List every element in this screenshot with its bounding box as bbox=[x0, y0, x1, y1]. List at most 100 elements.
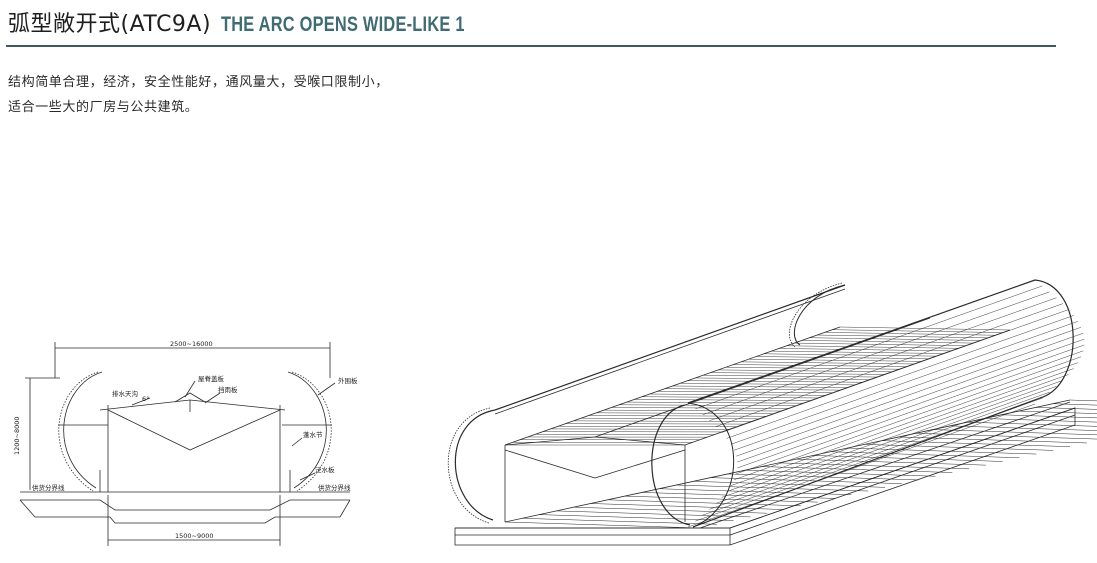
label-ridge-cap: 屋脊盖板 bbox=[198, 374, 225, 383]
hatch-line bbox=[1001, 414, 1097, 419]
hatch-line bbox=[736, 350, 1084, 475]
hatch-line bbox=[581, 417, 759, 420]
hatch-line bbox=[915, 433, 1097, 440]
label-supply-line-right: 供货分界线 bbox=[318, 483, 351, 492]
hatch-line bbox=[734, 327, 1082, 451]
hatch-line bbox=[642, 396, 818, 399]
hatch-line bbox=[695, 285, 1043, 410]
label-angle: 6° bbox=[142, 395, 149, 403]
hatch-line bbox=[657, 391, 833, 393]
hatch-line bbox=[695, 377, 870, 380]
hatch-line bbox=[727, 473, 919, 481]
hatch-line bbox=[565, 423, 745, 425]
hatch-line bbox=[839, 326, 1011, 331]
hatch-line bbox=[984, 418, 1097, 423]
hatch-line bbox=[721, 374, 1069, 498]
dimension-left-label: 1200~8000 bbox=[13, 416, 21, 455]
page-title-chinese: 弧型敞开式(ATC9A) bbox=[8, 12, 212, 37]
hatch-line bbox=[1018, 410, 1097, 414]
hatch-line bbox=[1035, 407, 1097, 410]
product-description: 结构简单合理，经济，安全性能好，通风量大，受喉口限制小， 适合一些大的厂房与公共… bbox=[8, 70, 389, 120]
hatch-line bbox=[761, 466, 953, 473]
hatch-line bbox=[741, 361, 914, 365]
hatch-line bbox=[659, 488, 852, 495]
hatch-line bbox=[588, 415, 767, 417]
label-drain-joint: 蓬水节 bbox=[303, 430, 323, 439]
hatch-line bbox=[756, 356, 929, 359]
hatch-line bbox=[680, 383, 855, 386]
hatch-line bbox=[737, 338, 1085, 463]
hatch-line bbox=[590, 503, 785, 510]
hatch-line bbox=[824, 332, 996, 336]
dimension-top-label: 2500~16000 bbox=[170, 340, 213, 348]
hatch-line bbox=[539, 514, 734, 521]
hatch-line bbox=[832, 329, 1003, 333]
label-baffle: 挡雨板 bbox=[218, 385, 238, 394]
hatch-line bbox=[687, 380, 863, 383]
hatch-line bbox=[726, 315, 1074, 439]
hatch-line bbox=[864, 444, 1054, 451]
hatch-line bbox=[779, 348, 951, 352]
hatch-line bbox=[596, 412, 774, 414]
hatch-line bbox=[687, 403, 1036, 528]
hatch-line bbox=[634, 399, 811, 401]
hatch-line bbox=[786, 345, 959, 349]
hatch-line bbox=[748, 358, 922, 362]
hatch-line bbox=[573, 506, 768, 514]
hatch-line bbox=[709, 297, 1057, 421]
page-header: 弧型敞开式(ATC9A) THE ARC OPENS WIDE-LIKE 1 bbox=[8, 6, 534, 40]
hatch-line bbox=[933, 429, 1097, 436]
hatch-line bbox=[702, 291, 1050, 416]
header-divider bbox=[6, 45, 1056, 47]
hatch-line bbox=[730, 321, 1078, 445]
hatch-line bbox=[733, 364, 907, 367]
label-flashing: 泛水板 bbox=[315, 465, 335, 474]
hatch-line bbox=[695, 397, 1043, 522]
hatch-line bbox=[624, 495, 818, 503]
hatch-line bbox=[967, 421, 1097, 427]
hatch-line bbox=[676, 484, 869, 492]
description-line-1: 结构简单合理，经济，安全性能好，通风量大，受喉口限制小， bbox=[8, 75, 389, 90]
hatch-line bbox=[603, 409, 782, 412]
hatch-line bbox=[702, 391, 1050, 516]
hatch-line bbox=[794, 342, 966, 346]
hatch-line bbox=[801, 340, 974, 344]
isometric-drawing bbox=[447, 279, 1097, 546]
hatch-line bbox=[771, 350, 944, 354]
hatch-line bbox=[687, 279, 1036, 404]
description-line-2: 适合一些大的厂房与公共建筑。 bbox=[8, 100, 199, 115]
hatch-line bbox=[778, 462, 970, 470]
label-gutter: 排水天沟 bbox=[112, 389, 138, 398]
hatch-line bbox=[649, 393, 826, 396]
hatch-line bbox=[607, 499, 801, 507]
hatch-line bbox=[736, 332, 1084, 457]
hatch-line bbox=[737, 344, 1085, 469]
hatch-line bbox=[1052, 403, 1097, 406]
hatch-line bbox=[710, 477, 902, 484]
hatch-line bbox=[626, 401, 804, 404]
hatch-line bbox=[715, 303, 1063, 427]
hatch-line bbox=[817, 334, 988, 339]
hatch-line bbox=[725, 367, 900, 370]
hatch-line bbox=[710, 372, 885, 375]
hatch-line bbox=[881, 440, 1071, 447]
hatch-line bbox=[672, 385, 848, 388]
hatch-line bbox=[611, 407, 789, 409]
hatch-line bbox=[726, 368, 1074, 492]
hatch-line bbox=[709, 386, 1057, 510]
hatch-line bbox=[763, 353, 937, 357]
hatch-line bbox=[809, 337, 981, 341]
hatch-line bbox=[734, 356, 1082, 480]
dimension-bottom-label: 1500~9000 bbox=[175, 532, 214, 540]
hatch-line bbox=[702, 375, 878, 378]
hatch-line bbox=[664, 388, 841, 391]
hatch-line bbox=[721, 309, 1069, 433]
hatch-line bbox=[718, 369, 892, 373]
hatch-line bbox=[730, 362, 1078, 486]
page-title-english: THE ARC OPENS WIDE-LIKE 1 bbox=[221, 13, 465, 36]
hatch-line bbox=[813, 455, 1003, 462]
label-supply-line-left: 供货分界线 bbox=[32, 483, 65, 492]
hatch-line bbox=[619, 404, 796, 407]
hatch-line bbox=[504, 521, 701, 529]
